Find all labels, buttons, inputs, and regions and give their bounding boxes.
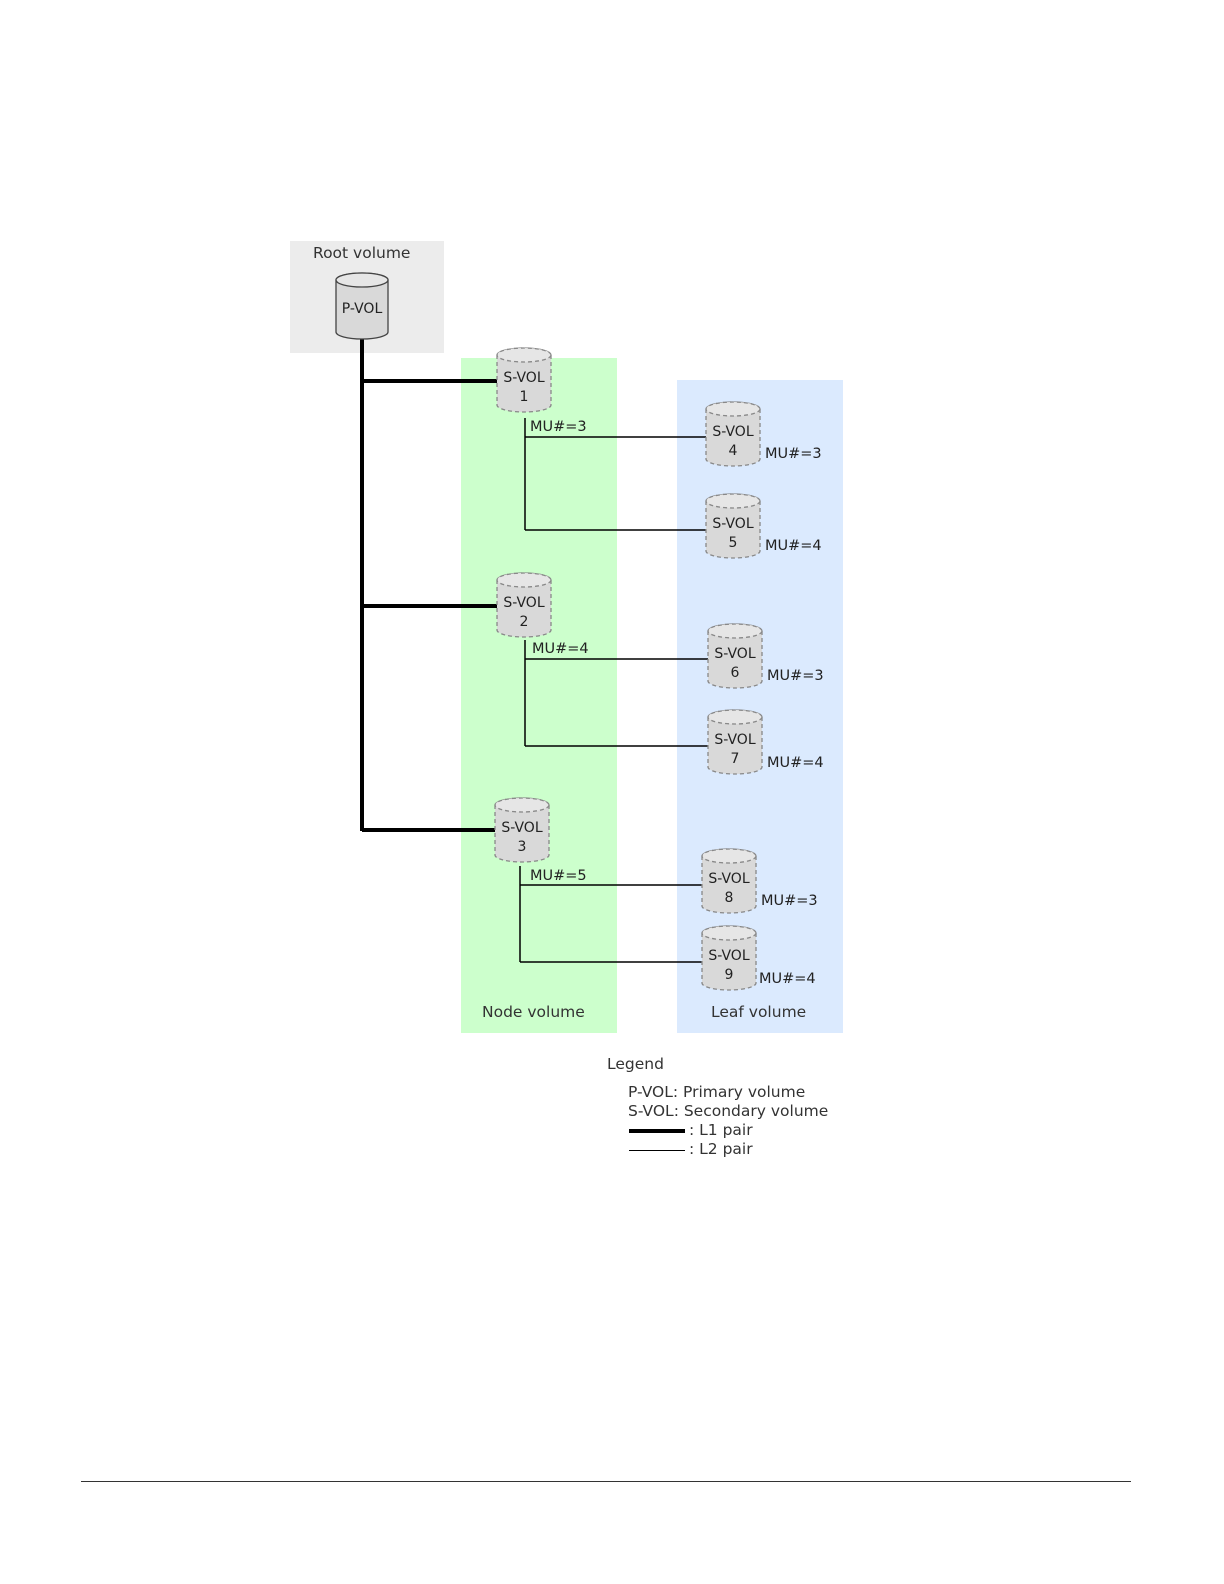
node-svol-1-label: S-VOL — [503, 370, 544, 386]
node-svol-2-number: 2 — [520, 614, 529, 630]
leaf-svol-6-number: 6 — [731, 665, 740, 681]
leaf-svol-9-number: 9 — [725, 967, 734, 983]
leaf-svol-7-label: S-VOL — [714, 732, 755, 748]
leaf-mu-label-9: MU#=4 — [759, 971, 816, 987]
legend-l1: : L1 pair — [689, 1121, 753, 1139]
pvol-cylinder-label: P-VOL — [342, 301, 383, 317]
leaf-svol-8: S-VOL 8 — [702, 849, 756, 913]
pvol-cylinder: P-VOL — [336, 273, 388, 339]
leaf-svol-8-label: S-VOL — [708, 871, 749, 887]
legend-pvol: P-VOL: Primary volume — [628, 1083, 805, 1101]
node-svol-1: S-VOL 1 — [497, 348, 551, 412]
leaf-svol-7-number: 7 — [731, 751, 740, 767]
leaf-svol-4: S-VOL 4 — [706, 402, 760, 466]
leaf-mu-label-5: MU#=4 — [765, 538, 822, 554]
leaf-svol-7: S-VOL 7 — [708, 710, 762, 774]
leaf-svol-4-label: S-VOL — [712, 424, 753, 440]
leaf-mu-label-6: MU#=3 — [767, 668, 824, 684]
leaf-svol-9-label: S-VOL — [708, 948, 749, 964]
leaf-svol-5: S-VOL 5 — [706, 494, 760, 558]
node-mu-label-1: MU#=3 — [530, 419, 587, 435]
leaf-svol-6: S-VOL 6 — [708, 624, 762, 688]
footer-rule — [81, 1481, 1131, 1482]
node-svol-3-number: 3 — [518, 839, 527, 855]
node-svol-2-label: S-VOL — [503, 595, 544, 611]
legend-svol: S-VOL: Secondary volume — [628, 1102, 828, 1120]
leaf-svol-5-label: S-VOL — [712, 516, 753, 532]
node-mu-label-3: MU#=5 — [530, 868, 587, 884]
legend-l2-line — [629, 1150, 685, 1151]
legend-l2: : L2 pair — [689, 1140, 753, 1158]
legend-l1-line — [629, 1129, 685, 1133]
leaf-svol-9: S-VOL 9 — [702, 926, 756, 990]
leaf-mu-label-7: MU#=4 — [767, 755, 824, 771]
leaf-svol-6-label: S-VOL — [714, 646, 755, 662]
leaf-svol-5-number: 5 — [729, 535, 738, 551]
leaf-svol-4-number: 4 — [729, 443, 738, 459]
node-svol-2: S-VOL 2 — [497, 573, 551, 637]
node-svol-1-number: 1 — [520, 389, 529, 405]
node-mu-label-2: MU#=4 — [532, 641, 589, 657]
node-svol-3: S-VOL 3 — [495, 798, 549, 862]
leaf-mu-label-8: MU#=3 — [761, 893, 818, 909]
leaf-mu-label-4: MU#=3 — [765, 446, 822, 462]
node-svol-3-label: S-VOL — [501, 820, 542, 836]
legend-title: Legend — [607, 1055, 664, 1073]
leaf-svol-8-number: 8 — [725, 890, 734, 906]
